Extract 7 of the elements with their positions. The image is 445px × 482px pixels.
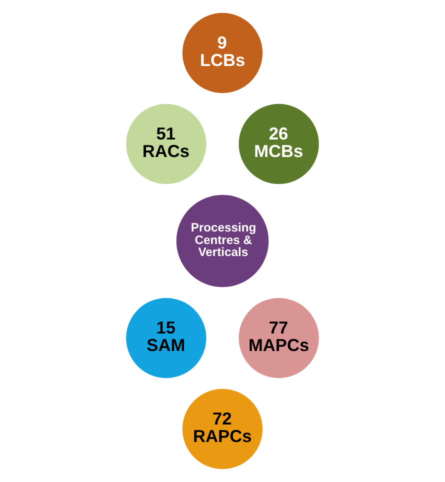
node-circle: 51 RACs [124, 102, 208, 186]
node-circle: 15 SAM [124, 296, 208, 380]
node-circle: 9 LCBs [181, 12, 264, 94]
node-circle: 77 MAPCs [237, 296, 320, 380]
node-circle: 26 MCBs [237, 102, 320, 186]
node-circle: Processing Centres & Verticals [175, 194, 270, 288]
node-circle: 72 RAPCs [181, 388, 264, 470]
